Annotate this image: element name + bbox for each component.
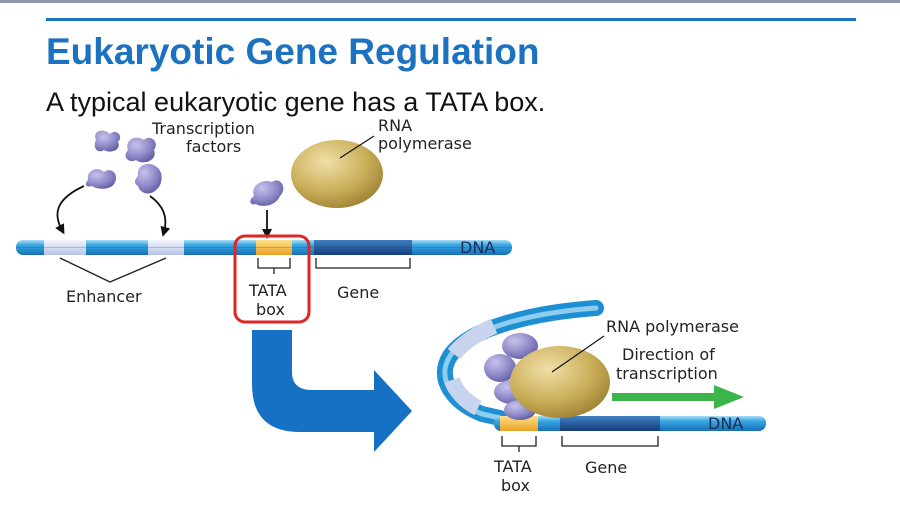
transcription-factors-label-line1: Transcription (151, 119, 255, 138)
enhancer-band-loop (444, 377, 482, 416)
transcription-factors (85, 130, 284, 206)
dna-label-top: DNA (460, 238, 495, 257)
dna-strand-top (16, 240, 512, 255)
slide-subtitle: A typical eukaryotic gene has a TATA box… (46, 87, 546, 117)
enhancer-band-loop (447, 318, 498, 360)
gene-band (560, 416, 660, 431)
gene-bracket-bottom (561, 436, 659, 447)
transcription-factor-shape (125, 137, 156, 163)
curved-arrow-right (149, 195, 171, 237)
transcription-factor-shape (94, 130, 121, 152)
transcription-factor-shape (484, 354, 516, 382)
tata-bracket-top (257, 258, 291, 274)
gene-label-bottom: Gene (585, 458, 627, 477)
transcription-factor-shape (250, 180, 284, 206)
rna-polymerase-pointer (339, 135, 375, 159)
tata-bracket-bottom (501, 436, 537, 452)
direction-arrow (612, 385, 744, 409)
curved-arrow-left (55, 185, 85, 235)
gene-bracket-top (315, 258, 411, 269)
direction-label-line1: Direction of (622, 345, 715, 364)
direction-arrow-shaft (612, 393, 716, 401)
dna-label-bottom: DNA (708, 414, 743, 433)
rna-polymerase-shape-bottom (510, 346, 610, 418)
transcription-factors-label-line2: factors (186, 137, 241, 156)
enhancer-label: Enhancer (66, 287, 142, 306)
tata-band (500, 416, 538, 431)
dna-loop (437, 300, 604, 426)
rna-polymerase-shape (291, 140, 383, 208)
gene-label-top: Gene (337, 283, 379, 302)
transcription-factor-shape (502, 333, 538, 359)
enhancer-bracket (59, 257, 167, 283)
dna-strand-bottom (494, 416, 766, 431)
tata-label-bottom-line1: TATA (493, 457, 532, 476)
tata-label-bottom-line2: box (501, 476, 530, 495)
transcription-factor-shape (85, 169, 117, 189)
rna-polymerase-label-line2: polymerase (378, 134, 472, 153)
tata-highlight-box (233, 234, 311, 324)
direction-arrow-head (714, 385, 744, 409)
transcription-factor-shape (135, 163, 162, 194)
process-arrow (252, 330, 412, 452)
title-underline (46, 18, 856, 21)
rna-polymerase-label-line1: RNA (378, 116, 412, 135)
top-border-line (0, 0, 900, 3)
slide-title: Eukaryotic Gene Regulation (46, 31, 540, 72)
rna-polymerase-label-bottom: RNA polymerase (606, 317, 739, 336)
tata-label-top-line1: TATA (248, 281, 287, 300)
rna-polymerase-pointer-bottom (551, 335, 605, 373)
direction-label-line2: transcription (616, 364, 718, 383)
tata-label-top-line2: box (256, 300, 285, 319)
